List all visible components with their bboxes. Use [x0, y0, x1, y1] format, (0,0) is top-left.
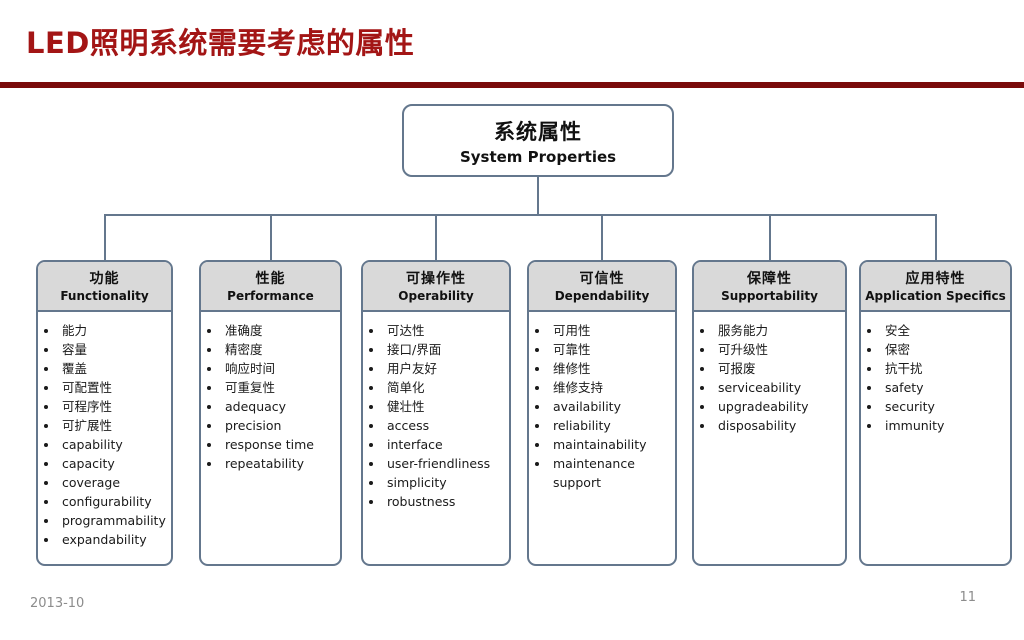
category-header: 可操作性 Operability [363, 262, 509, 312]
category-title-zh: 功能 [89, 271, 120, 287]
attribute-item: 维修支持 [550, 378, 671, 397]
attribute-item: 可配置性 [59, 378, 167, 397]
attribute-item: 安全 [882, 321, 1006, 340]
connector-drop [769, 215, 771, 260]
attribute-item: 用户友好 [384, 359, 505, 378]
attribute-item: 可靠性 [550, 340, 671, 359]
connector-drop [435, 215, 437, 260]
attribute-item: 准确度 [222, 321, 336, 340]
connector-horizontal-bar [104, 214, 937, 216]
attribute-list: 可达性接口/界面用户友好简单化健壮性accessinterfaceuser-fr… [363, 321, 505, 511]
attribute-item: 简单化 [384, 378, 505, 397]
attribute-item: 可升级性 [715, 340, 841, 359]
attribute-item: access [384, 416, 505, 435]
attribute-item: safety [882, 378, 1006, 397]
attribute-item: 可用性 [550, 321, 671, 340]
attribute-item: 可重复性 [222, 378, 336, 397]
attribute-item: immunity [882, 416, 1006, 435]
category-title-zh: 可信性 [579, 271, 625, 287]
root-title-zh: 系统属性 [494, 119, 582, 144]
attribute-item: adequacy [222, 397, 336, 416]
page-number: 11 [959, 590, 976, 605]
attribute-item: 可报废 [715, 359, 841, 378]
attribute-item: coverage [59, 473, 167, 492]
category-header: 保障性 Supportability [694, 262, 845, 312]
attribute-item: 维修性 [550, 359, 671, 378]
attribute-item: precision [222, 416, 336, 435]
category-header: 性能 Performance [201, 262, 340, 312]
attribute-list: 准确度精密度响应时间可重复性adequacyprecisionresponse … [201, 321, 336, 473]
attribute-item: user-friendliness [384, 454, 505, 473]
attribute-item: 容量 [59, 340, 167, 359]
attribute-item: 精密度 [222, 340, 336, 359]
attribute-list: 能力容量覆盖可配置性可程序性可扩展性capabilitycapacitycove… [38, 321, 167, 549]
category-header: 可信性 Dependability [529, 262, 675, 312]
attribute-list: 可用性可靠性维修性维修支持availabilityreliabilitymain… [529, 321, 671, 492]
attribute-item: 服务能力 [715, 321, 841, 340]
attribute-item: 保密 [882, 340, 1006, 359]
attribute-item: 可扩展性 [59, 416, 167, 435]
category-header: 应用特性 Application Specifics [861, 262, 1010, 312]
root-box: 系统属性 System Properties [402, 104, 674, 177]
attribute-item: 可程序性 [59, 397, 167, 416]
category-box: 功能 Functionality 能力容量覆盖可配置性可程序性可扩展性capab… [36, 260, 173, 566]
attribute-item: maintenance support [550, 454, 671, 492]
attribute-item: 可达性 [384, 321, 505, 340]
attribute-item: repeatability [222, 454, 336, 473]
title-rule [0, 82, 1024, 88]
attribute-item: 覆盖 [59, 359, 167, 378]
attribute-item: programmability [59, 511, 167, 530]
connector-stem [537, 177, 539, 215]
attribute-item: configurability [59, 492, 167, 511]
category-title-zh: 可操作性 [406, 271, 466, 287]
connector-drop [270, 215, 272, 260]
category-box: 可操作性 Operability 可达性接口/界面用户友好简单化健壮性acces… [361, 260, 511, 566]
attribute-item: 抗干扰 [882, 359, 1006, 378]
attribute-list: 服务能力可升级性可报废serviceabilityupgradeabilityd… [694, 321, 841, 435]
category-header: 功能 Functionality [38, 262, 171, 312]
root-title-en: System Properties [459, 147, 617, 166]
attribute-item: simplicity [384, 473, 505, 492]
attribute-item: robustness [384, 492, 505, 511]
category-box: 可信性 Dependability 可用性可靠性维修性维修支持availabil… [527, 260, 677, 566]
attribute-item: interface [384, 435, 505, 454]
category-title-en: Application Specifics [865, 289, 1006, 303]
slide-title: LED照明系统需要考虑的属性 [26, 26, 415, 60]
connector-drop [601, 215, 603, 260]
category-title-zh: 保障性 [747, 271, 792, 287]
connector-drop [935, 215, 937, 260]
category-title-en: Operability [398, 289, 474, 303]
attribute-item: security [882, 397, 1006, 416]
category-title-zh: 性能 [255, 271, 286, 287]
category-box: 应用特性 Application Specifics 安全保密抗干扰safety… [859, 260, 1012, 566]
attribute-item: response time [222, 435, 336, 454]
attribute-list: 安全保密抗干扰safetysecurityimmunity [861, 321, 1006, 435]
category-title-en: Supportability [721, 289, 818, 303]
attribute-item: reliability [550, 416, 671, 435]
category-title-en: Performance [227, 289, 314, 303]
category-box: 保障性 Supportability 服务能力可升级性可报废serviceabi… [692, 260, 847, 566]
attribute-item: 接口/界面 [384, 340, 505, 359]
category-title-zh: 应用特性 [905, 271, 966, 287]
attribute-item: 健壮性 [384, 397, 505, 416]
category-title-en: Dependability [554, 289, 650, 303]
attribute-item: 响应时间 [222, 359, 336, 378]
connector-drop [104, 215, 106, 260]
attribute-item: maintainability [550, 435, 671, 454]
attribute-item: expandability [59, 530, 167, 549]
attribute-item: availability [550, 397, 671, 416]
attribute-item: capacity [59, 454, 167, 473]
category-title-en: Functionality [60, 289, 149, 303]
attribute-item: 能力 [59, 321, 167, 340]
attribute-item: capability [59, 435, 167, 454]
attribute-item: serviceability [715, 378, 841, 397]
category-box: 性能 Performance 准确度精密度响应时间可重复性adequacypre… [199, 260, 342, 566]
attribute-item: upgradeability [715, 397, 841, 416]
footer-date: 2013-10 [30, 596, 85, 611]
attribute-item: disposability [715, 416, 841, 435]
